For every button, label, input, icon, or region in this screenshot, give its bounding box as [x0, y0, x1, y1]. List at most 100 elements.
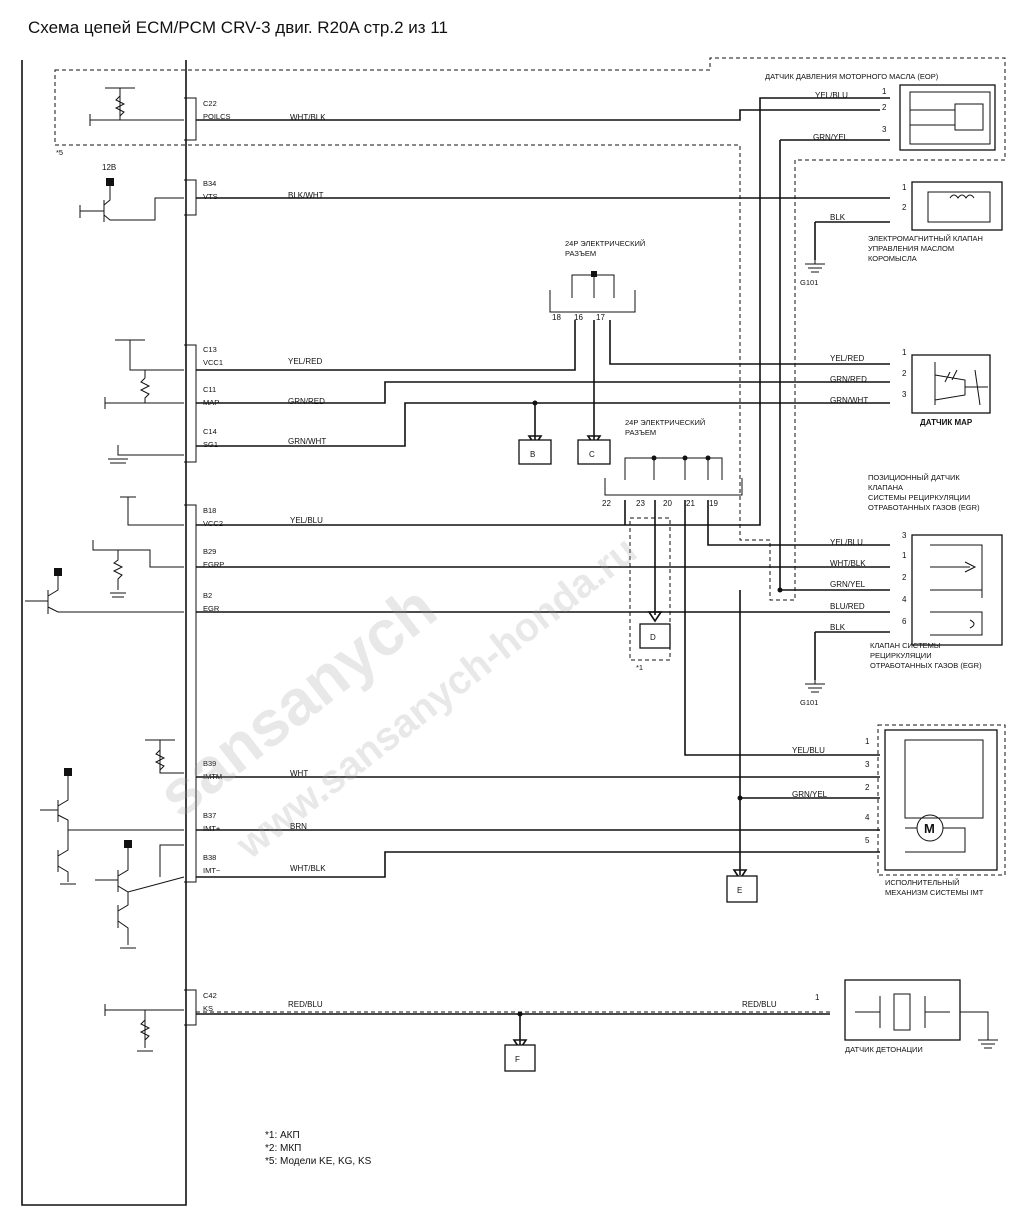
- ref-f: F: [504, 1039, 536, 1072]
- ecm-pin-b18: B18: [203, 506, 216, 515]
- connector-a-label-1: 24P ЭЛЕКТРИЧЕСКИЙ: [565, 239, 645, 248]
- ecm-pin-name-b37: IMT+: [203, 824, 221, 833]
- wire-label-sg1: GRN/WHT: [288, 437, 326, 446]
- ground-g101-top: G101: [800, 260, 825, 287]
- wire-label-imtm: WHT: [290, 769, 308, 778]
- egr-pin-4: 4: [902, 595, 907, 604]
- connector-b-pin-22: 22: [602, 499, 611, 508]
- connector-b-pin-20: 20: [663, 499, 672, 508]
- svg-text:МЕХАНИЗМ СИСТЕМЫ IMT: МЕХАНИЗМ СИСТЕМЫ IMT: [885, 888, 984, 897]
- footnote-2: *2: МКП: [265, 1143, 301, 1154]
- vts-pin-1: 1: [902, 183, 907, 192]
- connector-24p-b: 24P ЭЛЕКТРИЧЕСКИЙ РАЗЪЕМ 22 23 20 21 19: [602, 418, 743, 508]
- junctions: [517, 400, 783, 1017]
- wire-label-egr-2: GRN/YEL: [830, 580, 866, 589]
- egr-pin-1: 1: [902, 551, 907, 560]
- svg-text:C: C: [589, 450, 595, 459]
- svg-text:B: B: [530, 450, 535, 459]
- connector-a-pin-16: 16: [574, 313, 583, 322]
- wire-label-imt-2: GRN/YEL: [792, 790, 828, 799]
- footnote-1: *1: АКП: [265, 1130, 300, 1141]
- wire-label-poilcs: WHT/BLK: [290, 113, 326, 122]
- ecm-pin-b34: B34: [203, 179, 216, 188]
- wire-label-egr-1: WHT/BLK: [830, 559, 866, 568]
- knock-label: ДАТЧИК ДЕТОНАЦИИ: [845, 1045, 923, 1054]
- ecm-pin-b2: B2: [203, 591, 212, 600]
- ecm-pin-c42: C42: [203, 991, 217, 1000]
- wire-label-vcc1: YEL/RED: [288, 357, 322, 366]
- wire-label-map-3: GRN/WHT: [830, 396, 868, 405]
- svg-text:РЕЦИРКУЛЯЦИИ: РЕЦИРКУЛЯЦИИ: [870, 651, 932, 660]
- ecm-pin-name-b29: EGRP: [203, 560, 224, 569]
- egr-pin-6: 6: [902, 617, 907, 626]
- ecm-pin-name-b2: EGR: [203, 604, 220, 613]
- ecm-pin-name-b38: IMT−: [203, 866, 221, 875]
- imt-pin-1: 1: [865, 737, 870, 746]
- egr-pin-2: 2: [902, 573, 907, 582]
- footnotes: *1: АКП *2: МКП *5: Модели KE, KG, KS: [265, 1130, 372, 1167]
- wire-label-imt-plus: BRN: [290, 822, 307, 831]
- imt-pin-3: 3: [865, 760, 870, 769]
- vts-label-1: ЭЛЕКТРОМАГНИТНЫЙ КЛАПАН: [868, 234, 983, 243]
- ecm-pin-name-b18: VCC2: [203, 519, 223, 528]
- ecm-pin-c14: C14: [203, 427, 217, 436]
- ecm-pin-name-b34: VTS: [203, 192, 218, 201]
- eop-sensor: ДАТЧИК ДАВЛЕНИЯ МОТОРНОГО МАСЛА (EOP) 1 …: [765, 72, 996, 151]
- connector-24p-a: 24P ЭЛЕКТРИЧЕСКИЙ РАЗЪЕМ 18 16 17: [549, 239, 645, 322]
- svg-text:ПОЗИЦИОННЫЙ ДАТЧИК: ПОЗИЦИОННЫЙ ДАТЧИК: [868, 473, 960, 482]
- map-label: ДАТЧИК MAP: [920, 418, 973, 427]
- eop-label: ДАТЧИК ДАВЛЕНИЯ МОТОРНОГО МАСЛА (EOP): [765, 72, 939, 81]
- wire-label-map-2: GRN/RED: [830, 375, 867, 384]
- note-1: *1: [636, 663, 643, 672]
- svg-text:D: D: [650, 633, 656, 642]
- connector-b-label-1: 24P ЭЛЕКТРИЧЕСКИЙ: [625, 418, 705, 427]
- ecm-pin-b39: B39: [203, 759, 216, 768]
- ecm-pin-b37: B37: [203, 811, 216, 820]
- wire-label-egr-3: YEL/BLU: [830, 538, 863, 547]
- watermark: sansanych www.sansanych-honda.ru: [144, 528, 645, 868]
- page-title: Схема цепей ECM/PCM CRV-3 двиг. R20A стр…: [28, 18, 448, 37]
- connector-b-pin-19: 19: [709, 499, 718, 508]
- wire-label-map-1: YEL/RED: [830, 354, 864, 363]
- knock-pin-1: 1: [815, 993, 820, 1002]
- connector-a-pin-18: 18: [552, 313, 561, 322]
- wire-label-map: GRN/RED: [288, 397, 325, 406]
- knock-sensor: 1 ДАТЧИК ДЕТОНАЦИИ: [815, 979, 998, 1054]
- map-pin-3: 3: [902, 390, 907, 399]
- ecm-pin-name-c42: KS: [203, 1004, 213, 1013]
- svg-text:F: F: [515, 1055, 520, 1064]
- connector-a-pin-17: 17: [596, 313, 605, 322]
- ref-d: D *1: [629, 517, 671, 672]
- ecm-pin-c22: C22: [203, 99, 217, 108]
- ref-c: C: [577, 435, 611, 465]
- connector-b-label-2: РАЗЪЕМ: [625, 428, 656, 437]
- ecm-unit: [21, 60, 187, 1206]
- eop-pin-1: 1: [882, 87, 887, 96]
- ecm-pin-b29: B29: [203, 547, 216, 556]
- egr-pin-3: 3: [902, 531, 907, 540]
- wire-label-vts-blk: BLK: [830, 213, 846, 222]
- wire-label-imt-1: YEL/BLU: [792, 746, 825, 755]
- imt-pin-2: 2: [865, 783, 870, 792]
- svg-text:СИСТЕМЫ РЕЦИРКУЛЯЦИИ: СИСТЕМЫ РЕЦИРКУЛЯЦИИ: [868, 493, 970, 502]
- wire-label-eop-1: YEL/BLU: [815, 91, 848, 100]
- wire-label-ks-knock: RED/BLU: [742, 1000, 777, 1009]
- vts-label-2: УПРАВЛЕНИЯ МАСЛОМ: [868, 244, 954, 253]
- wire-label-eop-3: GRN/YEL: [813, 133, 849, 142]
- eop-pin-3: 3: [882, 125, 887, 134]
- ecm-pin-labels: C22POILCSB34VTSC13VCC1C11MAPC14SG1B18VCC…: [203, 99, 231, 1013]
- ecm-pin-c11: C11: [203, 385, 216, 394]
- map-sensor: 1 2 3 ДАТЧИК MAP: [902, 348, 991, 427]
- ecm-pin-name-c14: SG1: [203, 440, 218, 449]
- ecm-pin-name-c13: VCC1: [203, 358, 223, 367]
- connector-b-pin-23: 23: [636, 499, 645, 508]
- ref-b: B: [518, 435, 552, 465]
- wire-label-egr-4: BLU/RED: [830, 602, 865, 611]
- imt-motor-symbol: M: [924, 821, 935, 836]
- eop-dashed-boundary: [54, 57, 1006, 601]
- svg-text:E: E: [737, 886, 742, 895]
- map-pin-2: 2: [902, 369, 907, 378]
- svg-text:G101: G101: [800, 698, 818, 707]
- wire-label-vcc2: YEL/BLU: [290, 516, 323, 525]
